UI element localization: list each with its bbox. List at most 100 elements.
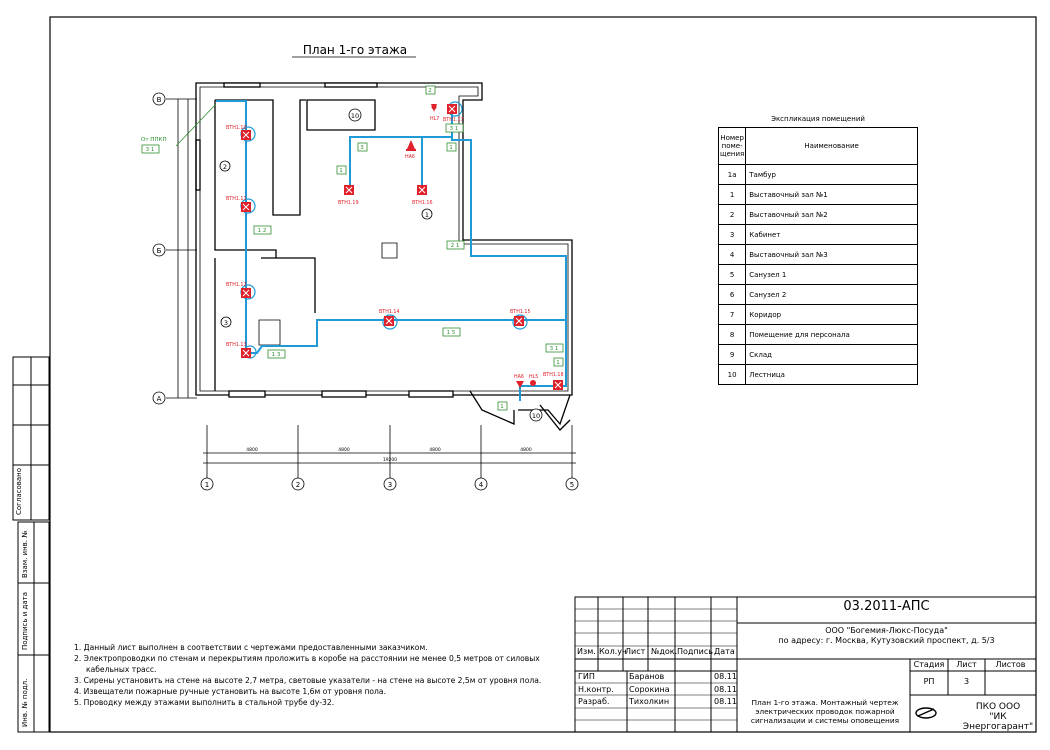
- person-name: Баранов: [629, 672, 665, 681]
- device-label: ВТН1.13: [226, 342, 247, 348]
- device-label: ВТН1.10: [226, 125, 247, 131]
- axis-bubble-2: [291, 477, 305, 491]
- axis-label-2: 2: [296, 481, 300, 489]
- explication-header-number: Номер поме- щения: [717, 127, 747, 165]
- sign-date: 08.11: [714, 697, 737, 706]
- cable-tag: 1: [339, 168, 343, 174]
- cable-tag: 1: [500, 404, 504, 410]
- device-label: ВТН1.17: [443, 117, 464, 123]
- person-name: Тихолкин: [629, 697, 670, 706]
- sheet-title: План 1-го этажа. Монтажный чертеж электр…: [750, 698, 900, 725]
- side-stamp: [12, 356, 50, 733]
- sheet-number: 3: [963, 677, 970, 686]
- axis-label-1: 1: [205, 481, 209, 489]
- axis-label-b: Б: [157, 247, 162, 255]
- room-tag-2: 2: [223, 163, 227, 171]
- signal-label: НА6: [405, 154, 415, 160]
- axis-label-4: 4: [479, 481, 484, 489]
- axis-label-5: 5: [570, 481, 574, 489]
- stamp-vzam: Взам. инв. №: [21, 530, 29, 578]
- room-tag-10-upper: 10: [351, 112, 359, 120]
- header-ndok: №док.: [651, 647, 678, 656]
- title-block-grid: [574, 596, 1037, 733]
- client-name: ООО "Богемия-Люкс-Посуда": [825, 626, 948, 635]
- dimension-2-3: 4800: [338, 447, 350, 453]
- header-list: Лист: [625, 647, 646, 656]
- room-tag-1: 1: [425, 211, 429, 219]
- note-item: 3. Сирены установить на стене на высоте …: [74, 676, 542, 685]
- signal-label: НL7: [430, 116, 439, 122]
- sign-date: 08.11: [714, 685, 737, 694]
- cable-tag: 3 1: [550, 346, 559, 352]
- cable-tag: 1: [556, 360, 560, 366]
- stamp-podp: Подпись и дата: [21, 592, 29, 650]
- device-label: ВТН1.12: [226, 282, 247, 288]
- title-block: Изм. Кол.уч Лист №док. Подпись Дата ГИП …: [575, 597, 1036, 732]
- device-label: ВТН1.15: [510, 309, 531, 315]
- axis-bubble-1: [200, 477, 214, 491]
- cable-tag: 3: [360, 145, 364, 151]
- role-razrab: Разраб.: [578, 697, 610, 706]
- axes: [152, 92, 579, 491]
- sign-date: 08.11: [714, 672, 737, 681]
- building-walls: [195, 82, 573, 431]
- connection-leader: [175, 103, 217, 147]
- header-sheet: Лист: [956, 660, 977, 669]
- axis-bubble-4: [474, 477, 488, 491]
- header-stadia: Стадия: [913, 660, 945, 669]
- cable-tag: 2: [428, 88, 432, 94]
- explication-header-name: Наименование: [745, 127, 918, 165]
- role-gip: ГИП: [578, 672, 595, 681]
- stage-value: РП: [923, 677, 935, 686]
- note-item: 2. Электропроводки по стенам и перекрыти…: [74, 654, 540, 674]
- signal-label: НL5: [529, 374, 538, 380]
- note-item: 5. Проводку между этажами выполнить в ст…: [74, 698, 335, 707]
- axis-bubble-a: [152, 391, 166, 405]
- project-address: ООО "Богемия-Люкс-Посуда" по адресу: г. …: [737, 626, 1036, 646]
- axis-label-v: В: [157, 96, 162, 104]
- explication-caption: Экспликация помещений: [771, 115, 865, 123]
- document-code: 03.2011-АПС: [843, 599, 930, 614]
- company-name: ПКО ООО "ИК Энергогарант": [962, 702, 1034, 732]
- role-nkontr: Н.контр.: [578, 685, 614, 694]
- axis-bubble-3: [383, 477, 397, 491]
- note-item: 4. Извещатели пожарные ручные установить…: [74, 687, 386, 696]
- axis-bubble-b: [152, 243, 166, 257]
- device-label: ВТН1.14: [379, 309, 400, 315]
- person-name: Сорокина: [629, 685, 670, 694]
- header-sheets: Листов: [995, 660, 1026, 669]
- dimension-total: 19200: [383, 457, 397, 463]
- note-item: 1. Данный лист выполнен в соответствии с…: [74, 643, 428, 652]
- company-logo: [915, 707, 937, 719]
- sirens: [406, 104, 536, 388]
- axis-label-3: 3: [388, 481, 392, 489]
- room-tag-10-lower: 10: [532, 412, 540, 420]
- cable-tag: 3 1: [450, 126, 459, 132]
- connection-code: 3 1: [146, 147, 155, 153]
- header-izm: Изм.: [577, 647, 596, 656]
- axis-bubble-5: [565, 477, 579, 491]
- header-kol: Кол.уч: [599, 647, 627, 656]
- device-label: ВТН1.19: [338, 200, 359, 206]
- dimension-3-4: 4800: [429, 447, 441, 453]
- dimension-4-5: 4800: [520, 447, 532, 453]
- manual-call-point-marks: [242, 105, 562, 389]
- header-podp: Подпись: [677, 647, 713, 656]
- cable-tag: 1 2: [258, 228, 267, 234]
- plan-title: План 1-го этажа: [303, 43, 407, 57]
- sheet-frame: [49, 16, 1037, 733]
- device-label: ВТН1.16: [412, 200, 433, 206]
- drawing-notes: 1. Данный лист выполнен в соответствии с…: [74, 642, 554, 708]
- dimension-1-2: 4800: [246, 447, 258, 453]
- connection-label: От ППКП: [141, 137, 167, 143]
